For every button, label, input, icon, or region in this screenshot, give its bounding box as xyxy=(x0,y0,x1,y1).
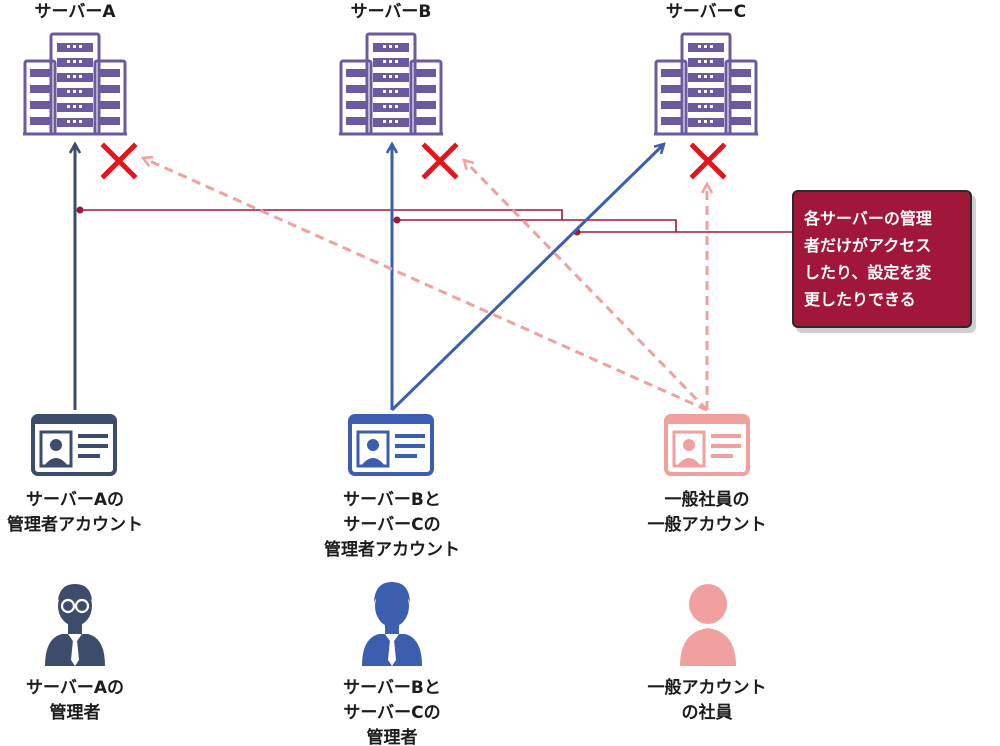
server-b-title: サーバーB xyxy=(351,2,432,22)
account-label-line: 一般アカウント xyxy=(648,514,767,535)
account-label-general: 一般社員の 一般アカウント xyxy=(648,489,767,535)
arrow-general-to-server-a xyxy=(143,158,708,412)
person-label-line: の社員 xyxy=(682,702,733,723)
person-label-admin-a: サーバーAの 管理者 xyxy=(26,678,124,723)
id-card-icon xyxy=(664,414,750,476)
server-building-icon xyxy=(339,32,443,136)
person-label-line: 一般アカウント xyxy=(648,677,767,698)
server-a-title: サーバーA xyxy=(35,2,117,22)
cross-mark-icon xyxy=(100,142,138,180)
callout-text-line: 各サーバーの管理 xyxy=(804,209,932,228)
arrow-admin-bc-to-server-c xyxy=(390,144,664,412)
server-b: サーバーB xyxy=(339,2,443,136)
account-label-line: 一般社員の xyxy=(665,489,750,510)
id-card-icon xyxy=(31,414,117,476)
id-card-icon xyxy=(348,414,434,476)
connector-dot xyxy=(76,206,84,214)
person-label-line: サーバーCの xyxy=(343,703,440,723)
callout-text-line: 更したりできる xyxy=(804,290,916,309)
cross-mark-icon xyxy=(689,142,727,180)
person-with-glasses-icon xyxy=(45,584,105,666)
callout-box: 各サーバーの管理 者だけがアクセス したり、設定を変 更したりできる xyxy=(792,190,972,328)
arrow-general-to-server-b xyxy=(464,160,709,412)
person-label-general: 一般アカウント の社員 xyxy=(648,677,767,723)
account-label-line: 管理者アカウント xyxy=(324,539,460,560)
person-in-suit-icon xyxy=(362,582,422,666)
account-label-line: サーバーBと xyxy=(343,490,441,510)
account-label-line: サーバーAの xyxy=(26,490,124,510)
person-silhouette-icon xyxy=(680,584,736,666)
server-building-icon xyxy=(654,32,758,136)
person-label-line: 管理者 xyxy=(367,727,418,746)
person-label-line: サーバーBと xyxy=(343,678,441,698)
server-building-icon xyxy=(23,32,127,136)
callout-text-line: したり、設定を変 xyxy=(804,263,932,282)
server-c: サーバーC xyxy=(654,2,758,136)
callout-connector xyxy=(80,209,792,233)
account-label-line: サーバーCの xyxy=(343,515,440,535)
person-label-line: サーバーAの xyxy=(26,678,124,698)
server-a: サーバーA xyxy=(23,2,127,136)
person-label-line: 管理者 xyxy=(50,702,101,723)
account-label-admin-a: サーバーAの 管理者アカウント xyxy=(7,490,143,535)
account-label-admin-bc: サーバーBと サーバーCの 管理者アカウント xyxy=(324,490,460,560)
cross-mark-icon xyxy=(421,142,459,180)
person-label-admin-bc: サーバーBと サーバーCの 管理者 xyxy=(343,678,441,746)
server-c-title: サーバーC xyxy=(666,2,746,22)
callout-text-line: 者だけがアクセス xyxy=(804,236,932,255)
connector-dot xyxy=(393,216,401,224)
account-label-line: 管理者アカウント xyxy=(7,514,143,535)
